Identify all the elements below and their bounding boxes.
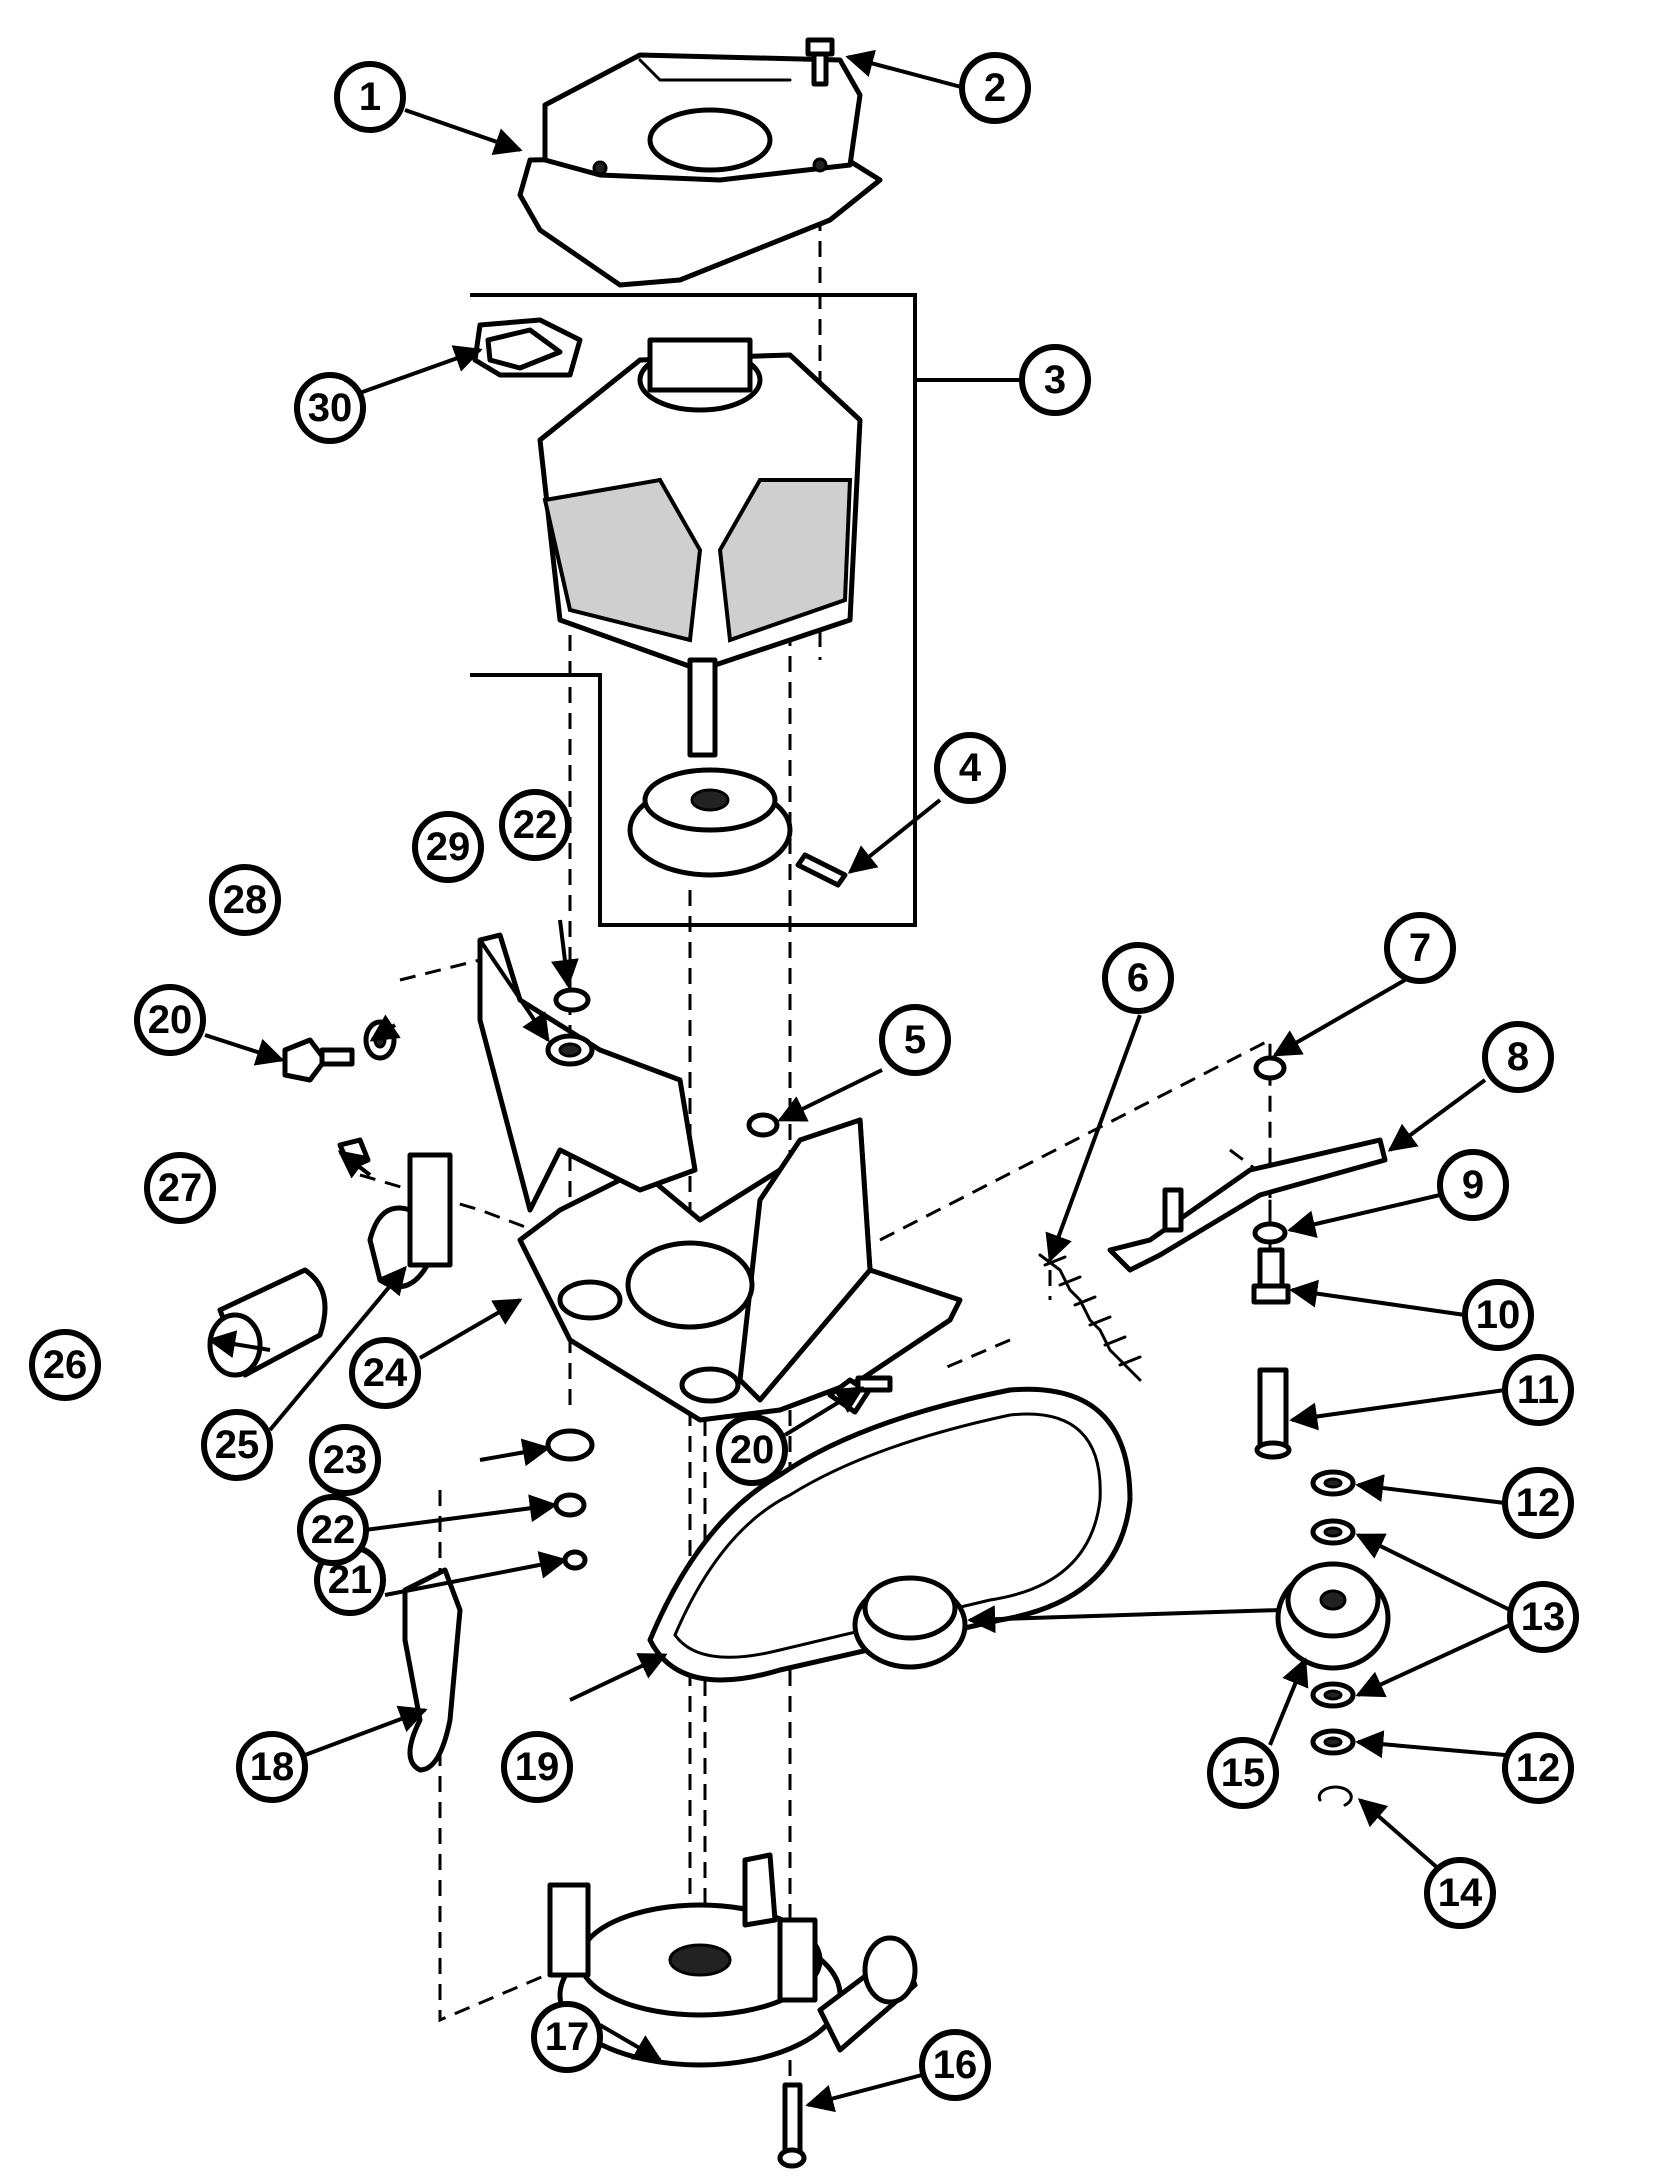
callout-label: 15 (1221, 1751, 1266, 1795)
part-13-bearing-top (1310, 1518, 1356, 1546)
callout-label: 3 (1044, 358, 1066, 402)
callout-label: 27 (158, 1166, 203, 1210)
callout-4: 4 (934, 732, 1006, 804)
callout-label: 28 (223, 878, 268, 922)
callout-30: 30 (294, 372, 366, 444)
alignment-lines (359, 85, 1272, 2120)
part-9-washer (1252, 1221, 1288, 1245)
callout-22-bottom: 22 (297, 1494, 369, 1566)
callout-12-bottom: 12 (1502, 1732, 1574, 1804)
callout-27: 27 (144, 1152, 216, 1224)
part-22-grommet-top (553, 987, 591, 1013)
part-16-screw (777, 2082, 807, 2169)
callout-17: 17 (531, 2001, 603, 2073)
callout-label: 29 (426, 825, 471, 869)
callout-label: 19 (515, 1745, 560, 1789)
part-14-clip-ring (1317, 1785, 1353, 1807)
callout-19: 19 (501, 1731, 573, 1803)
part-20-bolt-left (282, 1037, 355, 1083)
part-19-belt (647, 1386, 1133, 1683)
part-29-grommet (545, 1033, 595, 1067)
part-2-screw (805, 37, 835, 87)
callout-10: 10 (1462, 1279, 1534, 1351)
part-13-bearing-bottom (1310, 1681, 1356, 1709)
callout-18: 18 (236, 1731, 308, 1803)
callout-label: 5 (904, 1018, 926, 1062)
part-18-clip (402, 1567, 463, 1773)
callout-label: 25 (215, 1423, 260, 1467)
part-26-capacitor (207, 1267, 328, 1378)
callout-label: 7 (1409, 926, 1431, 970)
part-1-cover (517, 52, 883, 288)
callout-label: 22 (513, 803, 558, 847)
callout-13: 13 (1507, 1581, 1579, 1653)
callout-5: 5 (879, 1004, 951, 1076)
callout-25: 25 (201, 1409, 273, 1481)
callout-16: 16 (919, 2029, 991, 2101)
callout-label: 12 (1516, 1481, 1561, 1525)
callout-11: 11 (1502, 1354, 1574, 1426)
callout-6: 6 (1102, 942, 1174, 1014)
callout-7: 7 (1384, 912, 1456, 984)
callout-12-top: 12 (1502, 1467, 1574, 1539)
part-21-nut (562, 1549, 588, 1571)
callout-14: 14 (1424, 1857, 1496, 1929)
part-12-washer-top (1310, 1469, 1356, 1497)
callout-label: 6 (1127, 956, 1149, 1000)
part-11-shaft (1254, 1367, 1292, 1460)
callout-9: 9 (1437, 1149, 1509, 1221)
callout-22-top: 22 (499, 789, 571, 861)
callout-label: 11 (1517, 1368, 1559, 1412)
callout-label: 2 (984, 66, 1006, 110)
part-7-nut (1253, 1055, 1287, 1081)
callout-23: 23 (309, 1424, 381, 1496)
callout-label: 4 (959, 746, 982, 790)
callout-label: 9 (1462, 1163, 1484, 1207)
part-3-motor-assembly (470, 293, 917, 927)
part-6-spring (1038, 1253, 1142, 1382)
callout-label: 20 (148, 998, 193, 1042)
callout-label: 23 (323, 1438, 368, 1482)
part-8-arm (1107, 1137, 1388, 1273)
callout-label: 26 (43, 1343, 88, 1387)
callout-label: 12 (1516, 1746, 1561, 1790)
part-30-switch (485, 327, 563, 371)
callout-28: 28 (209, 864, 281, 936)
callout-24: 24 (349, 1337, 421, 1409)
callout-8: 8 (1482, 1021, 1554, 1093)
callout-2: 2 (959, 52, 1031, 124)
part-4-key (795, 852, 848, 888)
part-10-stud (1251, 1247, 1291, 1305)
callout-1: 1 (334, 61, 406, 133)
part-12-washer-bottom (1310, 1728, 1356, 1756)
callout-20-right: 20 (716, 1414, 788, 1486)
part-15-idler-pulley-installed (852, 1575, 968, 1670)
part-24-bracket (477, 932, 963, 1423)
callout-label: 22 (311, 1508, 356, 1552)
callout-29: 29 (412, 811, 484, 883)
part-25-clamp (367, 1152, 453, 1290)
callout-label: 17 (545, 2015, 590, 2059)
callout-20-left: 20 (134, 984, 206, 1056)
callout-label: 13 (1521, 1595, 1566, 1639)
callout-3: 3 (1019, 344, 1091, 416)
callout-label: 30 (308, 386, 353, 430)
part-15-idler-pulley (1275, 1561, 1391, 1671)
callout-15: 15 (1207, 1737, 1279, 1809)
callout-26: 26 (29, 1329, 101, 1401)
leader-lines (204, 49, 1511, 2113)
part-5-nut (746, 1112, 780, 1138)
callout-label: 10 (1476, 1293, 1521, 1337)
part-22-grommet-bottom (553, 1492, 587, 1518)
callout-label: 24 (363, 1351, 408, 1395)
part-23-mount (545, 1428, 595, 1462)
part-17-pump (547, 1852, 918, 2068)
callout-label: 8 (1507, 1035, 1529, 1079)
callout-label: 14 (1438, 1871, 1483, 1915)
callout-label: 1 (359, 75, 381, 119)
callout-label: 20 (730, 1428, 775, 1472)
callout-label: 18 (250, 1745, 295, 1789)
callout-label: 16 (933, 2043, 978, 2087)
